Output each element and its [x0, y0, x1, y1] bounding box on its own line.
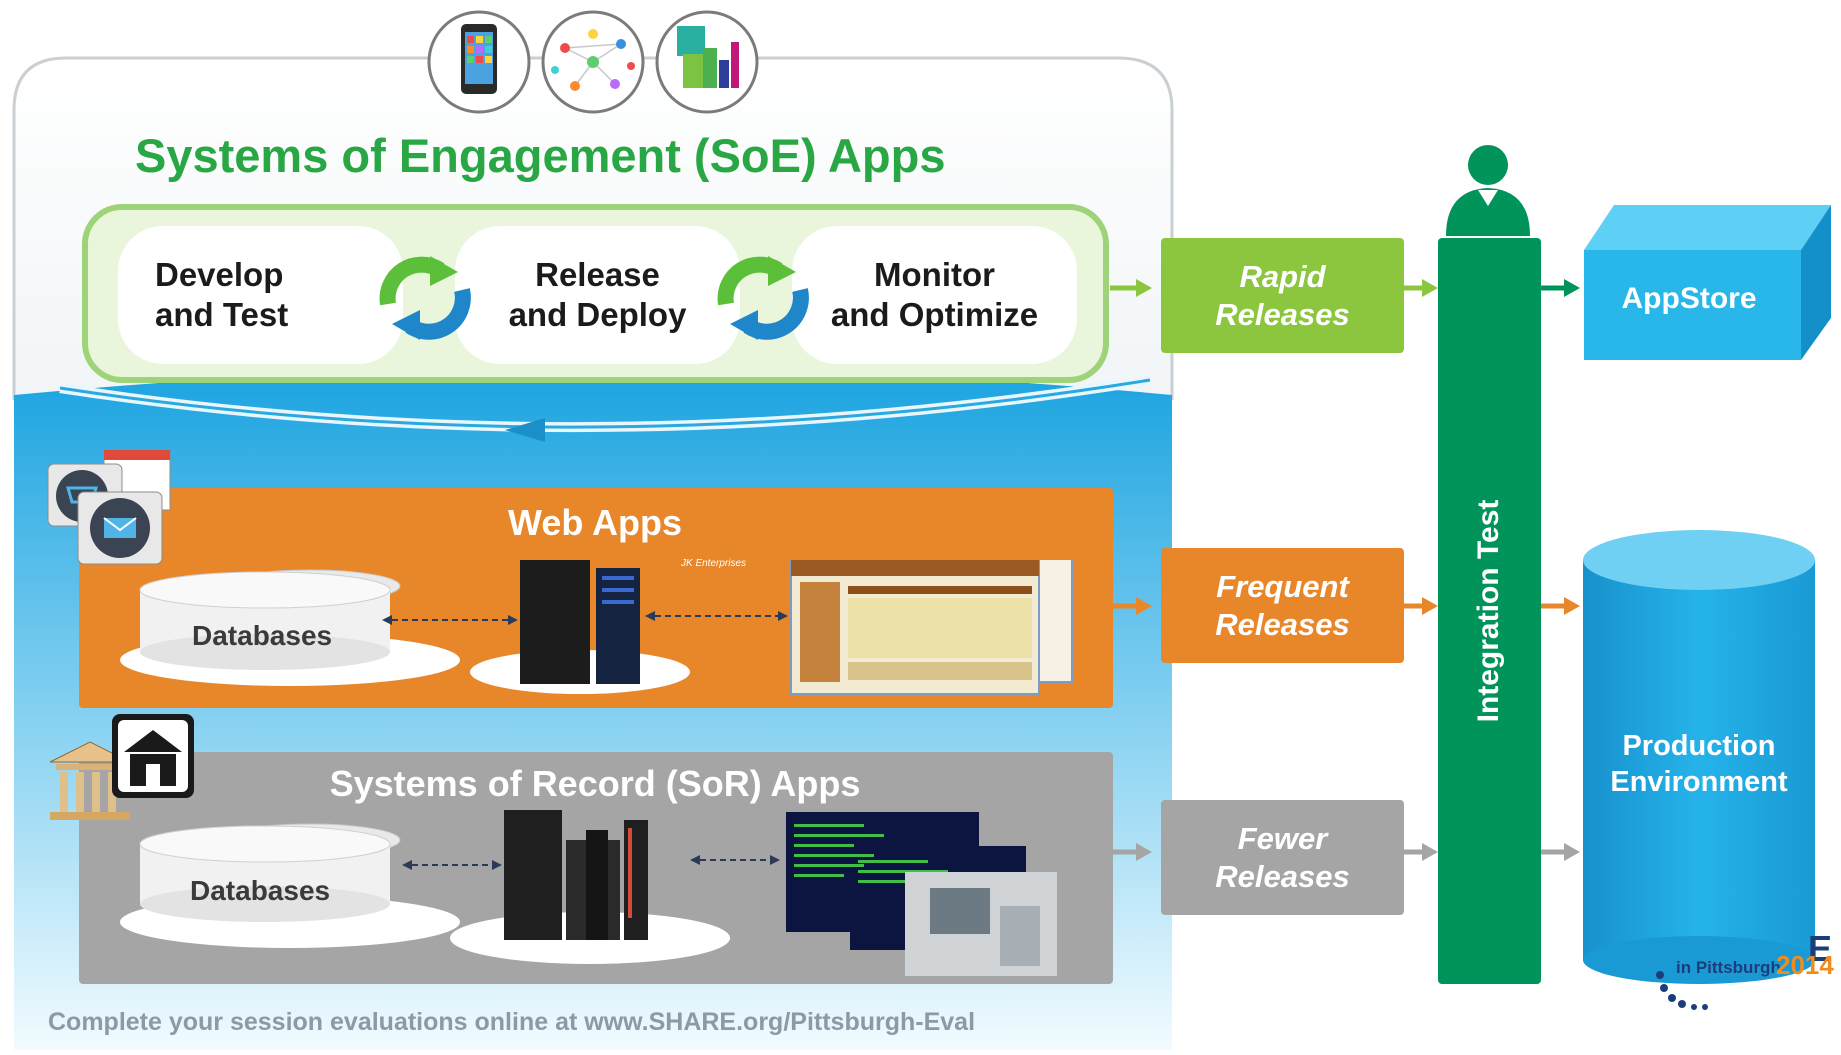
web-apps-title: Web Apps	[507, 502, 682, 543]
server-icon	[520, 560, 640, 684]
share-logo-letter: E	[1808, 928, 1833, 969]
terminal-screens	[786, 812, 1057, 976]
person-icon	[1446, 145, 1530, 236]
stage-line2: and Deploy	[508, 296, 687, 333]
stage-line2: and Test	[155, 296, 289, 333]
production-line2: Environment	[1610, 766, 1788, 798]
stage-line1: Monitor	[874, 256, 995, 293]
analytics-icon	[655, 10, 759, 114]
production-label: Production Environment	[1583, 728, 1815, 800]
sor-title: Systems of Record (SoR) Apps	[329, 763, 861, 804]
sor-graphic	[120, 810, 1057, 976]
flow-arrows	[1110, 279, 1580, 861]
bank-store-icons	[49, 714, 194, 820]
release-line2: Releases	[1215, 296, 1350, 332]
social-network-icon	[541, 10, 645, 114]
share-year: 2014	[1776, 950, 1834, 980]
cycle-icon	[379, 256, 471, 340]
release-line1: Rapid	[1239, 258, 1326, 294]
top-icons	[427, 10, 759, 114]
sor-databases-label: Databases	[190, 875, 331, 906]
frequent-releases-box: Frequent Releases	[1161, 548, 1404, 663]
rapid-releases-box: Rapid Releases	[1161, 238, 1404, 353]
web-apps-graphic	[120, 560, 1073, 695]
production-line1: Production	[1622, 730, 1776, 762]
web-screenshot	[790, 560, 1073, 695]
share-logo-dots	[1656, 971, 1708, 1010]
ecommerce-icons	[47, 449, 171, 565]
stage-line2: and Optimize	[830, 296, 1039, 333]
integration-test-column: Integration Test	[1438, 238, 1541, 984]
stage-develop-test: Develop and Test	[118, 226, 403, 364]
integration-test-label: Integration Test	[1472, 499, 1505, 723]
stage-release-deploy: Release and Deploy	[455, 226, 740, 364]
release-line1: Fewer	[1237, 820, 1328, 856]
database-icon	[139, 823, 401, 922]
mainframe-icon	[504, 810, 648, 940]
appstore-label: AppStore	[1621, 282, 1757, 315]
cycle-icon	[717, 256, 809, 340]
release-line2: Releases	[1215, 606, 1350, 642]
web-screen-title: JK Enterprises	[681, 558, 747, 569]
release-line1: Frequent	[1216, 568, 1349, 604]
share-location: in Pittsburgh	[1676, 958, 1781, 977]
stage-line1: Release	[535, 256, 660, 293]
feedback-arrowhead	[505, 418, 545, 442]
mobile-apps-icon	[427, 10, 531, 114]
production-cylinder	[1583, 530, 1815, 984]
web-databases-label: Databases	[192, 620, 333, 651]
database-icon	[139, 569, 401, 670]
fewer-releases-box: Fewer Releases	[1161, 800, 1404, 915]
footer-text: Complete your session evaluations online…	[48, 1008, 976, 1036]
stage-line1: Develop	[155, 256, 284, 293]
release-line2: Releases	[1215, 858, 1350, 894]
stage-monitor-optimize: Monitor and Optimize	[792, 226, 1077, 364]
soe-title: Systems of Engagement (SoE) Apps	[135, 129, 946, 182]
appstore-cube	[1584, 205, 1831, 360]
